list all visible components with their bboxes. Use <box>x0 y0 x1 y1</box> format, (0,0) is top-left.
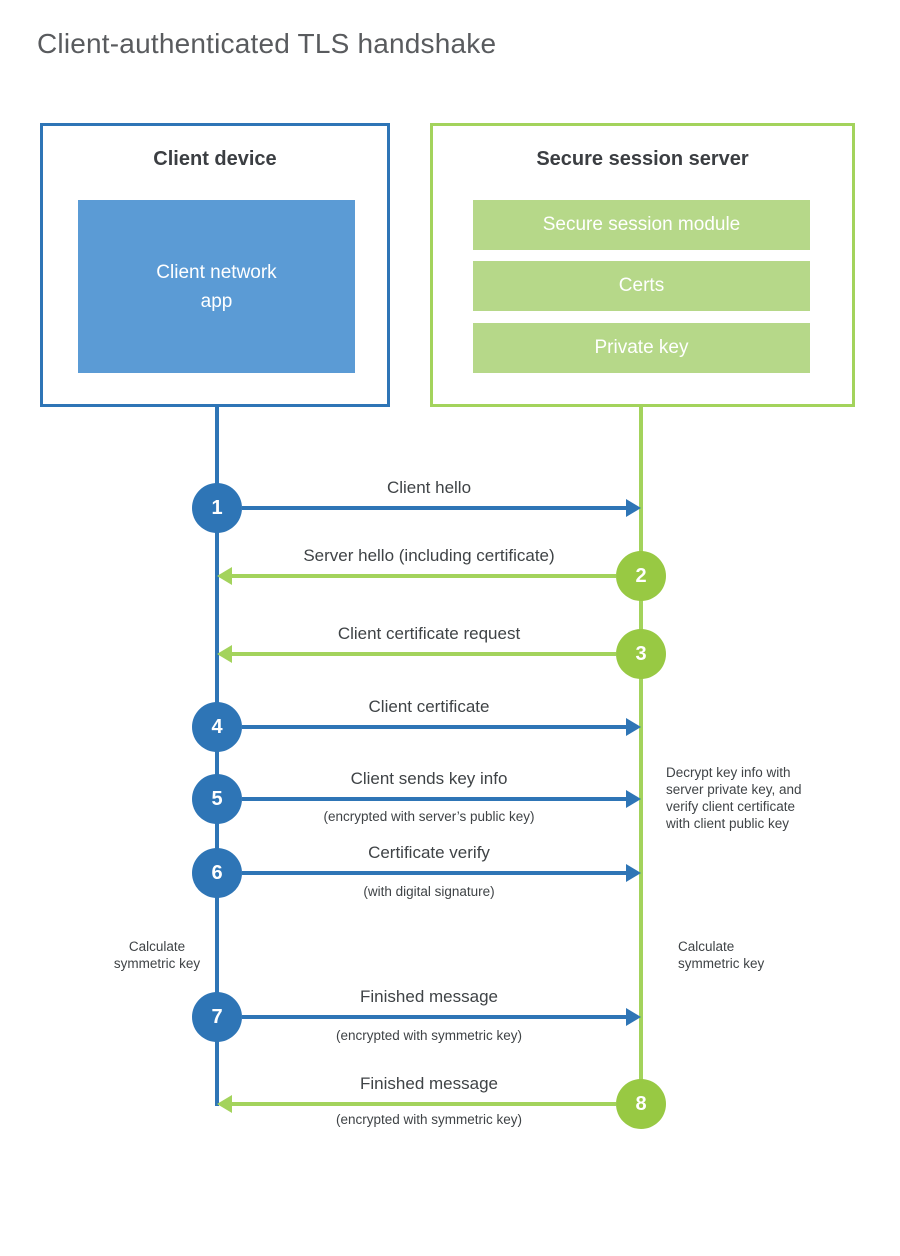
step-label-2: Server hello (including certificate) <box>303 546 555 565</box>
step-label-3: Client certificate request <box>337 624 521 643</box>
step-number: 3 <box>635 642 647 665</box>
step-circle-4: 4 <box>192 702 242 752</box>
client-device-box: Client device Client network app <box>40 123 390 407</box>
client-network-app-label: Client network app <box>156 261 277 312</box>
client-to-server-arrow-1 <box>242 499 641 517</box>
step-label-6: Certificate verify <box>368 843 490 862</box>
step-circle-7: 7 <box>192 992 242 1042</box>
client-lifeline <box>215 406 219 1106</box>
step-number: 5 <box>211 787 223 810</box>
step-circle-1: 1 <box>192 483 242 533</box>
client-network-app-box: Client network app <box>78 200 355 373</box>
client-to-server-arrow-6 <box>242 864 641 882</box>
client-to-server-arrow-7 <box>242 1008 641 1026</box>
step-number: 6 <box>211 861 223 884</box>
server-to-client-arrow-8 <box>217 1095 616 1113</box>
step-sublabel-8: (encrypted with symmetric key) <box>335 1112 523 1127</box>
step-sublabel-5: (encrypted with server’s public key) <box>323 809 535 824</box>
server-module-bar-secure-session-module: Secure session module <box>473 200 810 250</box>
step-label-4: Client certificate <box>368 697 490 716</box>
step-number: 1 <box>211 496 223 519</box>
client-device-heading: Client device <box>153 148 277 170</box>
server-box: Secure session server Secure session mod… <box>430 123 855 407</box>
step-number: 2 <box>635 564 647 587</box>
step-sublabel-6: (with digital signature) <box>363 884 495 899</box>
client-to-server-arrow-4 <box>242 718 641 736</box>
page-title: Client-authenticated TLS handshake <box>37 28 497 59</box>
step-circle-2: 2 <box>616 551 666 601</box>
server-lifeline <box>639 406 643 1106</box>
step-label-1: Client hello <box>386 478 472 497</box>
server-module-bar-private-key: Private key <box>473 323 810 373</box>
step-circle-6: 6 <box>192 848 242 898</box>
step-label-5: Client sends key info <box>350 769 508 788</box>
server-heading: Secure session server <box>536 148 749 170</box>
server-to-client-arrow-3 <box>217 645 616 663</box>
step-circle-3: 3 <box>616 629 666 679</box>
server-module-bar-certs: Certs <box>473 261 810 311</box>
step-label-8: Finished message <box>360 1074 498 1093</box>
calc-symmetric-key-left: Calculate symmetric key <box>113 939 201 971</box>
decrypt-note: Decrypt key info with server private key… <box>666 765 802 831</box>
step-circle-8: 8 <box>616 1079 666 1129</box>
server-to-client-arrow-2 <box>217 567 616 585</box>
calc-symmetric-key-right: Calculate symmetric key <box>678 939 765 971</box>
client-to-server-arrow-5 <box>242 790 641 808</box>
step-number: 7 <box>211 1005 223 1028</box>
step-label-7: Finished message <box>360 987 498 1006</box>
step-sublabel-7: (encrypted with symmetric key) <box>335 1028 523 1043</box>
step-number: 4 <box>211 715 223 738</box>
step-circle-5: 5 <box>192 774 242 824</box>
step-number: 8 <box>635 1092 647 1115</box>
